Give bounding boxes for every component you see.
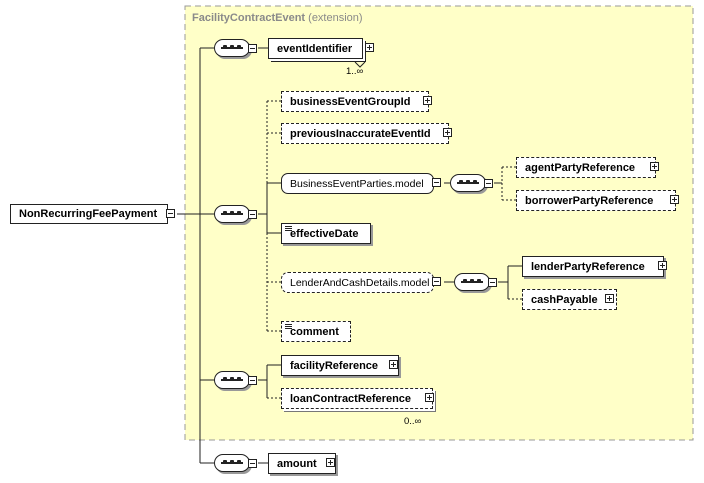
element-eventIdentifier[interactable]: eventIdentifier bbox=[268, 38, 363, 59]
sequence-icon bbox=[214, 39, 250, 57]
sequence-icon bbox=[214, 371, 250, 389]
collapse-icon[interactable] bbox=[248, 44, 257, 53]
sequence-icon bbox=[214, 205, 250, 223]
expand-icon[interactable] bbox=[650, 162, 659, 171]
expand-icon[interactable] bbox=[423, 96, 432, 105]
expand-icon[interactable] bbox=[326, 458, 335, 467]
element-facilityReference[interactable]: facilityReference bbox=[281, 355, 399, 376]
sequence-icon bbox=[450, 174, 486, 192]
element-loanContractReference[interactable]: loanContractReference bbox=[281, 388, 433, 409]
collapse-icon[interactable] bbox=[432, 178, 441, 187]
collapse-icon[interactable] bbox=[248, 459, 257, 468]
collapse-icon[interactable] bbox=[248, 210, 257, 219]
collapse-icon[interactable] bbox=[484, 179, 493, 188]
expand-icon[interactable] bbox=[389, 360, 398, 369]
element-agentPartyReference[interactable]: agentPartyReference bbox=[516, 157, 656, 178]
expand-icon[interactable] bbox=[605, 294, 614, 303]
sequence-icon bbox=[454, 273, 490, 291]
element-businessEventGroupId[interactable]: businessEventGroupId bbox=[281, 91, 429, 112]
element-previousInaccurateEventId[interactable]: previousInaccurateEventId bbox=[281, 123, 449, 144]
extension-area bbox=[184, 5, 694, 441]
element-lenderPartyReference[interactable]: lenderPartyReference bbox=[522, 256, 664, 277]
element-effectiveDate[interactable]: effectiveDate bbox=[281, 223, 371, 244]
collapse-icon[interactable] bbox=[432, 277, 441, 286]
element-comment[interactable]: comment bbox=[281, 321, 351, 342]
cardinality-label: 0..∞ bbox=[404, 416, 422, 427]
sequence-icon bbox=[214, 454, 250, 472]
simple-content-icon bbox=[285, 323, 292, 330]
root-element[interactable]: NonRecurringFeePayment bbox=[10, 204, 168, 224]
root-label: NonRecurringFeePayment bbox=[19, 208, 158, 220]
collapse-icon[interactable] bbox=[166, 209, 175, 218]
expand-icon[interactable] bbox=[670, 195, 679, 204]
expand-icon[interactable] bbox=[658, 261, 667, 270]
model-group-business-event-parties[interactable]: BusinessEventParties.model bbox=[281, 173, 434, 194]
extension-title: FacilityContractEvent (extension) bbox=[192, 12, 363, 24]
expand-icon[interactable] bbox=[365, 43, 374, 52]
collapse-icon[interactable] bbox=[248, 376, 257, 385]
element-amount[interactable]: amount bbox=[268, 453, 336, 474]
expand-icon[interactable] bbox=[443, 128, 452, 137]
simple-content-icon bbox=[285, 225, 292, 232]
expand-icon[interactable] bbox=[425, 393, 434, 402]
cardinality-label: 1..∞ bbox=[346, 66, 364, 77]
element-cashPayable[interactable]: cashPayable bbox=[522, 289, 617, 310]
element-borrowerPartyReference[interactable]: borrowerPartyReference bbox=[516, 190, 676, 211]
model-group-lender-and-cash-details[interactable]: LenderAndCashDetails.model bbox=[281, 272, 434, 293]
collapse-icon[interactable] bbox=[488, 278, 497, 287]
